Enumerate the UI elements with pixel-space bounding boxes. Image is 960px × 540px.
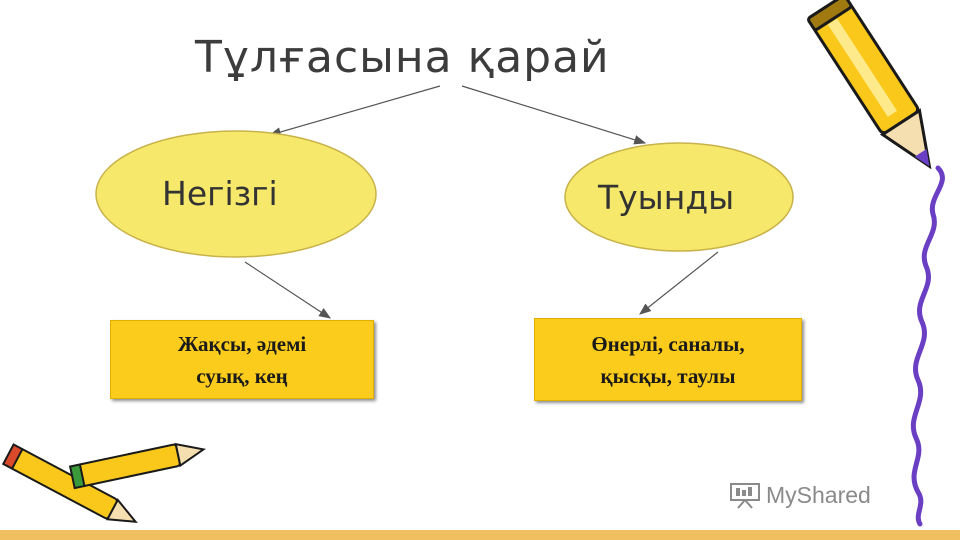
diagram-title: Тұлғасына қарай xyxy=(195,32,610,83)
pencil-illustration-large xyxy=(807,0,932,170)
squiggle-decoration xyxy=(910,165,945,527)
node-derived-ellipse xyxy=(564,142,794,252)
examples-box-base-line-2: суық, кең xyxy=(196,363,288,388)
node-base-label: Негізгі xyxy=(162,174,278,213)
edge-base-to-examples xyxy=(244,261,332,319)
edge-root-to-base xyxy=(268,85,441,137)
pencil-illustration-small-2 xyxy=(68,442,206,490)
node-derived-label: Туынды xyxy=(598,178,735,217)
node-base-ellipse xyxy=(95,130,377,258)
examples-box-derived-line-2: қысқы, таулы xyxy=(600,363,736,388)
examples-box-derived: Өнерлі, саналы, қысқы, таулы xyxy=(534,318,802,401)
projector-icon xyxy=(730,483,760,509)
watermark: MyShared xyxy=(728,478,871,512)
edge-derived-to-examples xyxy=(639,251,719,315)
pencil-illustration-small-1 xyxy=(1,443,138,524)
bottom-strip xyxy=(0,530,960,540)
watermark-text: MyShared xyxy=(766,481,871,508)
edge-root-to-derived xyxy=(461,85,647,145)
examples-box-base: Жақсы, әдемі суық, кең xyxy=(110,320,374,399)
examples-box-base-line-1: Жақсы, әдемі xyxy=(177,331,307,356)
examples-box-derived-line-1: Өнерлі, саналы, xyxy=(591,331,745,356)
